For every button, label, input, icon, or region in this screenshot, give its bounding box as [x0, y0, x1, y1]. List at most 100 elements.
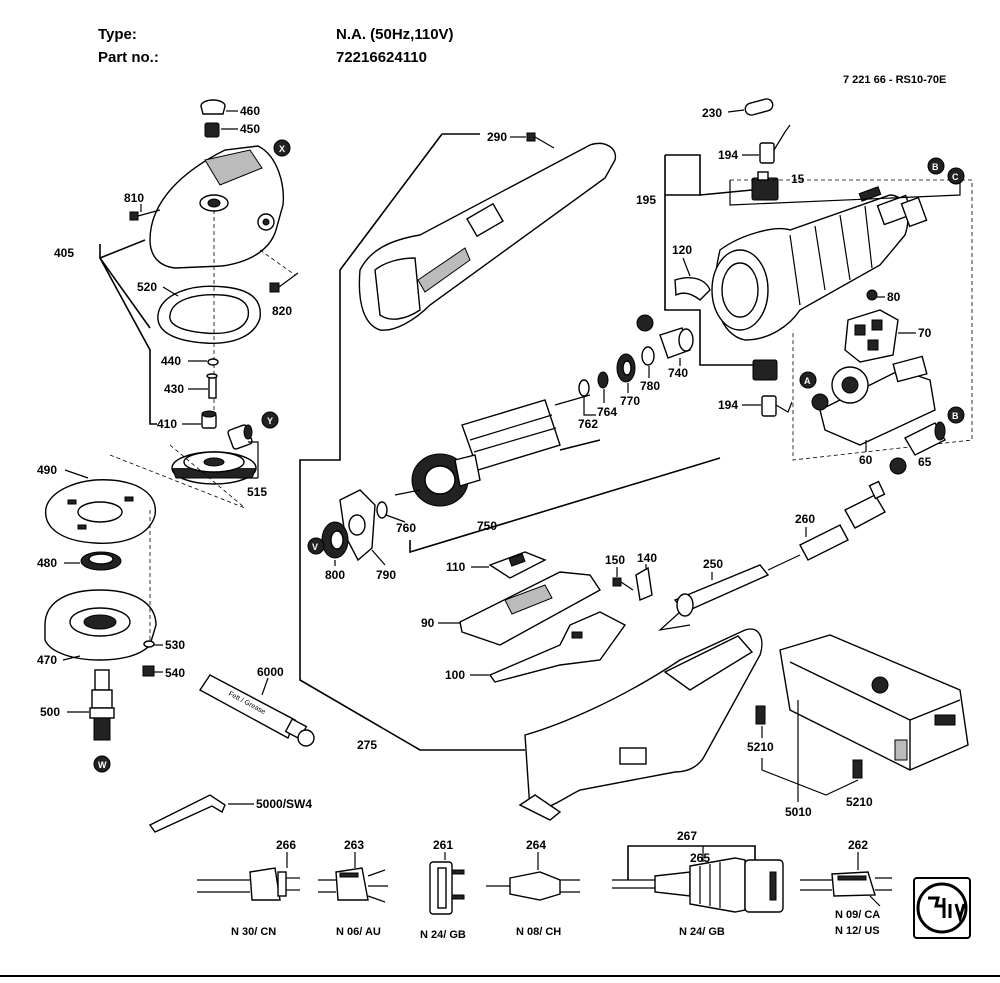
- part-290-screw[interactable]: [526, 132, 555, 149]
- marker-b-icon-lower: [947, 406, 965, 424]
- label-194-upper: 194: [718, 148, 738, 162]
- part-6000-grease-tube[interactable]: Fett / Grease: [198, 674, 315, 747]
- part-515-pinion[interactable]: [227, 424, 253, 450]
- part-194-carbon-brush-lower[interactable]: [761, 395, 793, 417]
- part-5000-hex-key[interactable]: [148, 794, 226, 833]
- part-790-baffle[interactable]: [339, 489, 376, 562]
- part-194-carbon-brush-upper[interactable]: [759, 124, 791, 164]
- plug-265-gb-industrial[interactable]: [612, 857, 784, 913]
- label-480: 480: [37, 556, 57, 570]
- label-770: 770: [620, 394, 640, 408]
- marker-b-label-upper: B: [932, 162, 939, 172]
- label-450: 450: [240, 122, 260, 136]
- part-140-cable-clamp[interactable]: [635, 566, 653, 601]
- part-90-switch-cover[interactable]: [459, 571, 602, 646]
- label-405: 405: [54, 246, 74, 260]
- part-230-brush-cap[interactable]: [744, 98, 774, 117]
- part-450-spring[interactable]: [204, 122, 220, 138]
- part-100-switch-slider[interactable]: [488, 611, 627, 683]
- marker-a-icon-lower: [889, 457, 907, 475]
- label-430: 430: [164, 382, 184, 396]
- part-430-pin[interactable]: [206, 373, 218, 399]
- part-275-lower-housing[interactable]: [518, 628, 763, 821]
- part-70-switch[interactable]: [844, 309, 899, 363]
- part-764-washer[interactable]: [597, 371, 609, 389]
- label-5210-lower: 5210: [846, 795, 873, 809]
- part-5010-carrying-case[interactable]: [779, 634, 969, 771]
- label-65: 65: [918, 455, 932, 469]
- label-470: 470: [37, 653, 57, 667]
- label-762: 762: [578, 417, 598, 431]
- label-261: 261: [433, 838, 453, 852]
- part-770-bearing[interactable]: [616, 353, 636, 383]
- label-410: 410: [157, 417, 177, 431]
- label-267: 267: [677, 829, 697, 843]
- part-760-washer[interactable]: [376, 501, 388, 519]
- part-410-bushing[interactable]: [201, 410, 217, 429]
- part-5210-latch-lower[interactable]: [852, 759, 863, 779]
- label-262: 262: [848, 838, 868, 852]
- part-405-gear-housing[interactable]: [149, 145, 285, 269]
- part-540-screw[interactable]: [142, 665, 155, 677]
- plug-263-au[interactable]: [318, 867, 388, 903]
- plug-266-cn[interactable]: [197, 867, 300, 901]
- label-515: 515: [247, 485, 267, 499]
- label-6000: 6000: [257, 665, 284, 679]
- label-230: 230: [702, 106, 722, 120]
- part-65-capacitor[interactable]: [904, 421, 946, 456]
- part-80-screw[interactable]: [866, 289, 878, 301]
- label-266: 266: [276, 838, 296, 852]
- part-820-screw[interactable]: [269, 272, 299, 293]
- part-500-spindle[interactable]: [89, 669, 115, 741]
- part-120-air-guide[interactable]: [674, 277, 711, 301]
- marker-v-label: V: [312, 542, 318, 552]
- part-440-washer[interactable]: [207, 358, 219, 366]
- part-150-screw[interactable]: [612, 577, 634, 591]
- label-60: 60: [859, 453, 873, 467]
- part-275-housing-half[interactable]: [358, 142, 617, 331]
- part-number-value: 72216624110: [336, 49, 427, 66]
- part-490-bearing-plate[interactable]: [45, 479, 156, 544]
- part-15-field-stator[interactable]: [711, 186, 928, 341]
- plug-264-ch[interactable]: [486, 871, 580, 901]
- label-760: 760: [396, 521, 416, 535]
- part-195-brush-holder-upper[interactable]: [751, 171, 779, 201]
- part-110-switch-button[interactable]: [488, 551, 547, 579]
- part-470-flange[interactable]: [44, 589, 157, 661]
- part-250-cable-sleeve[interactable]: [658, 564, 770, 631]
- part-780-washer[interactable]: [641, 346, 655, 366]
- type-value: N.A. (50Hz,110V): [336, 26, 454, 43]
- part-260-power-cord[interactable]: [767, 480, 886, 571]
- label-264: 264: [526, 838, 546, 852]
- part-530-washer[interactable]: [143, 640, 155, 648]
- plug-262-ca-us[interactable]: [800, 871, 892, 907]
- marker-y-icon: [261, 411, 279, 429]
- label-740: 740: [668, 366, 688, 380]
- label-530: 530: [165, 638, 185, 652]
- part-800-bearing[interactable]: [321, 521, 349, 559]
- part-810-screw[interactable]: [129, 209, 161, 221]
- label-263: 263: [344, 838, 364, 852]
- part-460-knob[interactable]: [200, 99, 226, 115]
- part-762-washer[interactable]: [578, 379, 590, 397]
- part-5210-latch-upper[interactable]: [755, 705, 766, 725]
- part-195-brush-holder-lower[interactable]: [752, 359, 778, 381]
- label-80: 80: [887, 290, 901, 304]
- part-60-electronic-module[interactable]: [819, 355, 936, 446]
- label-275: 275: [357, 738, 377, 752]
- marker-b-icon-upper: [927, 157, 945, 175]
- label-150: 150: [605, 553, 625, 567]
- footer-rule: [0, 975, 1000, 977]
- part-740-bearing-sleeve[interactable]: [659, 327, 694, 359]
- label-790: 790: [376, 568, 396, 582]
- plug-label-ch: N 08/ CH: [516, 926, 561, 938]
- plug-label-us: N 12/ US: [835, 925, 880, 937]
- part-515-bevel-gear[interactable]: [171, 451, 257, 485]
- part-750-armature[interactable]: [394, 394, 591, 507]
- label-100: 100: [445, 668, 465, 682]
- part-520-gasket[interactable]: [157, 285, 261, 344]
- plug-261-gb[interactable]: [429, 861, 465, 915]
- label-490: 490: [37, 463, 57, 477]
- label-780: 780: [640, 379, 660, 393]
- part-480-bearing[interactable]: [80, 551, 122, 571]
